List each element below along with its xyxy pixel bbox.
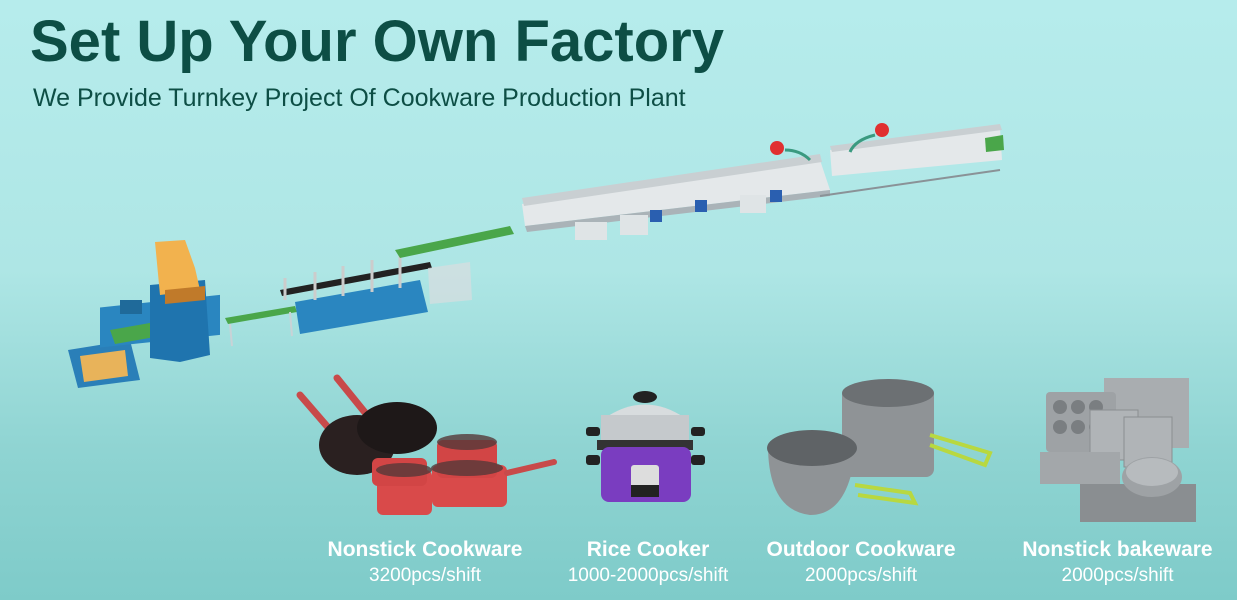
page-title: Set Up Your Own Factory (30, 9, 724, 74)
product-capacity: 2000pcs/shift (805, 565, 917, 586)
product-name: Nonstick Cookware (327, 538, 523, 561)
product-card-nonstick-bakeware: Nonstick bakeware 2000pcs/shift (1000, 537, 1235, 589)
product-name: Nonstick bakeware (1022, 538, 1213, 561)
rice-cooker-image (586, 391, 705, 502)
production-line-illustration (68, 123, 1004, 388)
press-machine-icon (68, 240, 220, 388)
outdoor-cookware-image (767, 379, 993, 515)
product-card-rice-cooker: Rice Cooker 1000-2000pcs/shift (548, 537, 748, 589)
product-name: Outdoor Cookware (766, 538, 956, 561)
product-card-nonstick-cookware: Nonstick Cookware 3200pcs/shift (300, 537, 550, 589)
product-name: Rice Cooker (586, 538, 710, 561)
product-capacity: 3200pcs/shift (369, 565, 481, 586)
product-capacity: 2000pcs/shift (1061, 565, 1174, 586)
product-card-outdoor-cookware: Outdoor Cookware 2000pcs/shift (745, 537, 977, 589)
nonstick-bakeware-image (1040, 378, 1196, 522)
coating-oven-icon (522, 123, 1004, 240)
page-subtitle: We Provide Turnkey Project Of Cookware P… (33, 84, 686, 112)
nonstick-cookware-image (296, 374, 557, 515)
spinning-station-icon (280, 256, 432, 334)
product-capacity: 1000-2000pcs/shift (567, 565, 729, 586)
